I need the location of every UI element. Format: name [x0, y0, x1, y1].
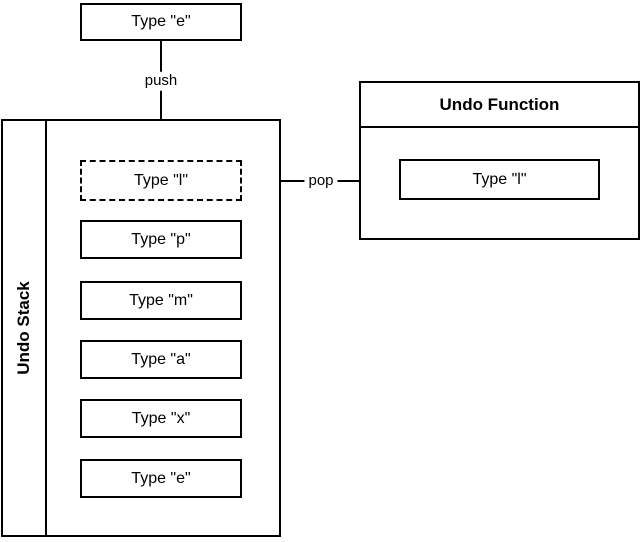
stack-item: Type "p": [80, 220, 242, 259]
undo-stack-title-divider: [45, 119, 47, 537]
undo-function-header: Undo Function: [361, 83, 638, 128]
undo-function-item-label: Type "l": [472, 170, 527, 188]
undo-function-item: Type "l": [399, 159, 600, 200]
stack-item-label: Type "p": [131, 230, 191, 248]
stack-item-label: Type "l": [133, 171, 189, 189]
stack-item-label: Type "a": [131, 350, 191, 368]
push-arrow-label: push: [140, 71, 182, 91]
stack-item: Type "e": [80, 459, 242, 498]
undo-stack-title: Undo Stack: [14, 281, 33, 375]
undo-function-title: Undo Function: [439, 94, 560, 114]
pop-arrow-label: pop: [304, 171, 338, 191]
stack-item-label: Type "e": [131, 469, 191, 487]
typed-char-label: Type "e": [131, 13, 191, 30]
stack-item: Type "x": [80, 399, 242, 438]
stack-item-popped: Type "l": [80, 160, 242, 201]
stack-item: Type "m": [80, 281, 242, 320]
stack-item: Type "a": [80, 340, 242, 379]
stack-item-label: Type "x": [131, 409, 191, 427]
typed-char-box: Type "e": [80, 3, 242, 41]
stack-item-label: Type "m": [129, 291, 193, 309]
